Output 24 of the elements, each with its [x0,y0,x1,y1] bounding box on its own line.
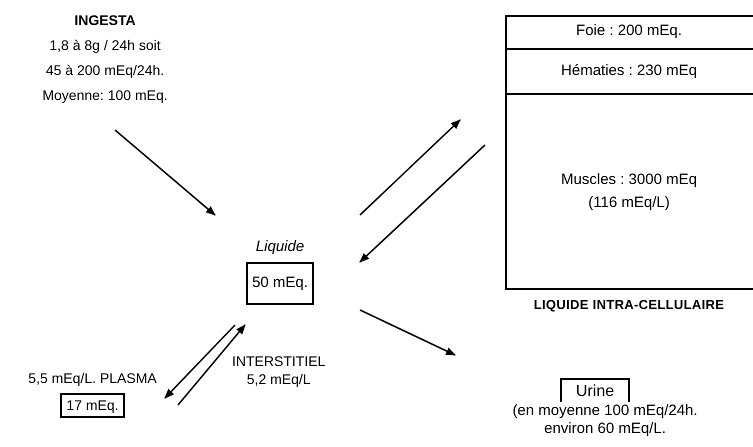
label: INTERSTITIEL [232,352,326,370]
text-line: 45 à 200 mEq/24h. [46,61,164,80]
text-line: Moyenne: 100 mEq. [42,86,168,105]
note-text: environ 60 mEq/L. [544,420,666,438]
text-line: (116 mEq/L) [588,192,670,212]
arrow [164,324,236,399]
arrow [114,129,216,216]
arrow [359,119,461,216]
text-line: Foie : 200 mEq. [576,21,682,42]
note-text: (en moyenne 100 mEq/24h. [512,402,698,420]
arrow [177,324,246,406]
heading: Liquide [256,236,304,256]
heading: 5,5 mEq/L. PLASMA [28,369,157,388]
text-line: Muscles : 3000 mEq [561,170,697,190]
arrow [359,144,486,263]
heading: LIQUIDE INTRA-CELLULAIRE [532,296,726,314]
heading: INGESTA [74,11,136,30]
quantity-box: 17 mEq. [60,393,125,418]
quantity-box: 50 mEq. [246,262,314,304]
output-box: Urine [560,378,630,402]
text-line: Hématies : 230 mEq [561,61,697,82]
arrow [360,309,456,356]
text-line: 1,8 à 8g / 24h soit [49,36,161,55]
label: 5,2 mEq/L [246,370,311,388]
